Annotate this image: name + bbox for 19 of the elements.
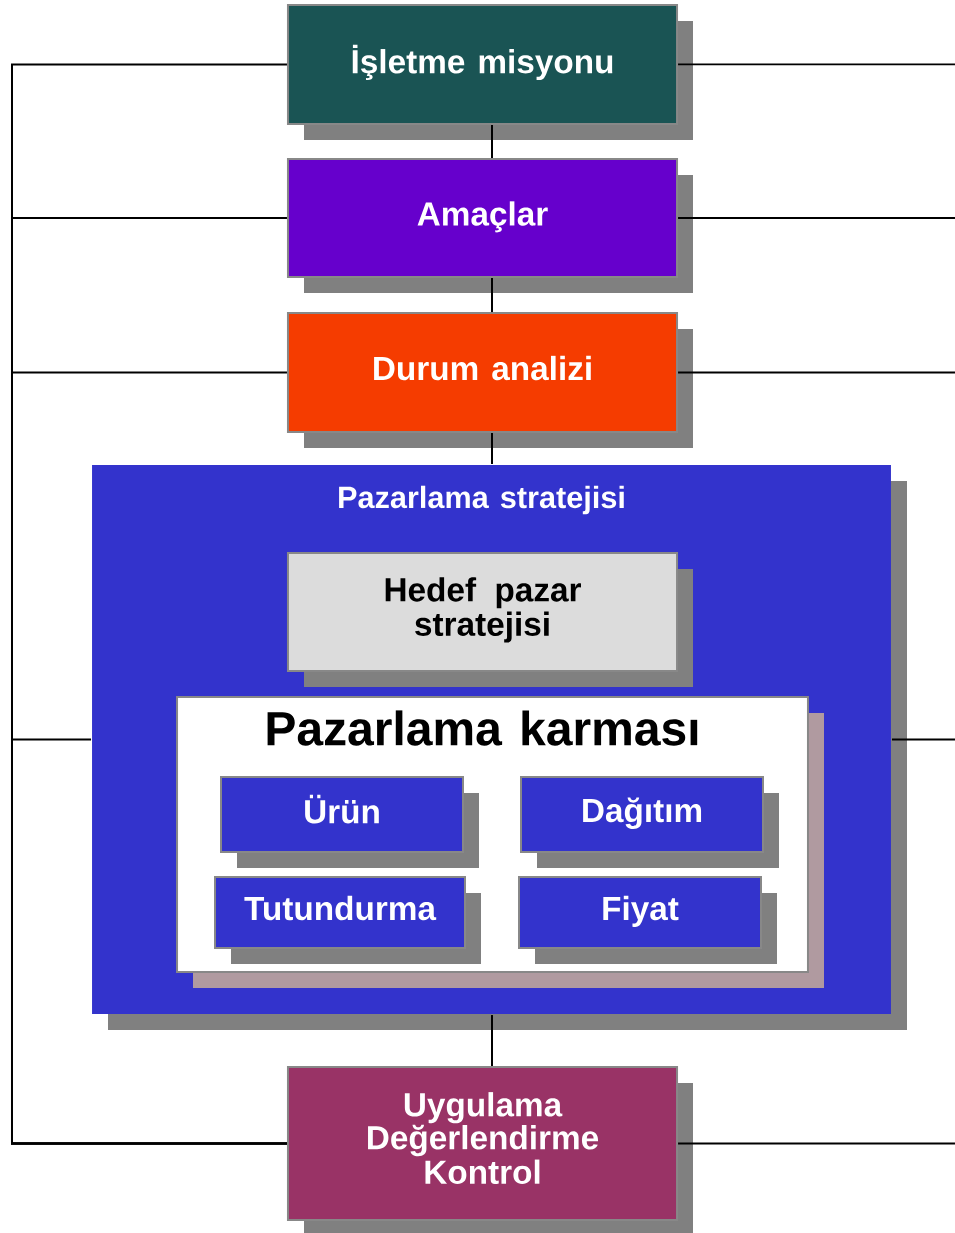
connector-line xyxy=(11,738,288,1145)
connector-line xyxy=(491,1014,493,1067)
mix-box: Ürün xyxy=(220,776,479,868)
control-box: Uygulama Değerlendirme Kontrol xyxy=(286,1066,693,1233)
analysis-box: Durum analizi xyxy=(286,312,693,448)
mission-box: İşletme misyonu xyxy=(286,4,693,140)
connector-line xyxy=(491,277,493,314)
connector-line xyxy=(677,1142,955,1145)
mix-box: Dağıtım xyxy=(520,776,779,868)
mix-box: Fiyat xyxy=(518,876,777,964)
target-box: Hedef pazar stratejisi xyxy=(286,552,693,687)
connector-line xyxy=(491,432,493,465)
goals-box: Amaçlar xyxy=(286,158,693,293)
connector-line xyxy=(677,63,955,66)
connector-line xyxy=(491,124,493,159)
connector-line xyxy=(677,371,955,374)
mix-box: Tutundurma xyxy=(214,876,481,964)
connector-line xyxy=(677,217,955,219)
connector-line xyxy=(890,738,955,741)
